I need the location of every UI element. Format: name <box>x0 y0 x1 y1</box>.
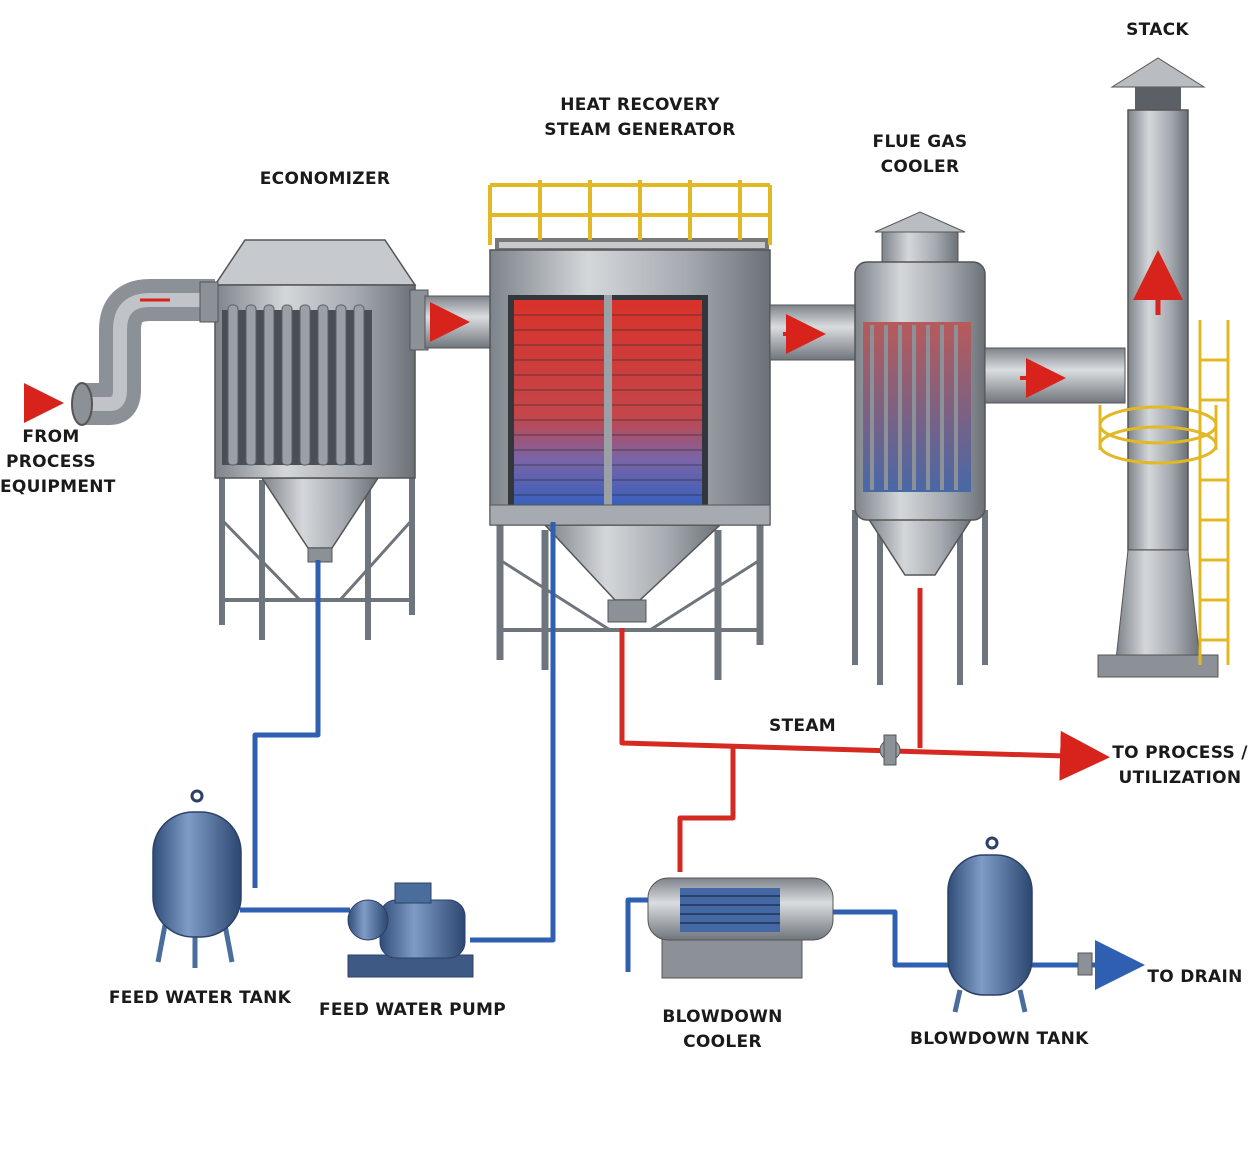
label-line: EQUIPMENT <box>0 477 116 497</box>
economizer-unit <box>199 239 429 640</box>
label-line: FEED WATER PUMP <box>318 1000 507 1020</box>
blowdown-cooler <box>647 877 834 979</box>
label-line: COOLER <box>880 157 960 177</box>
label-to-process: TO PROCESS / UTILIZATION <box>1110 741 1250 791</box>
label-line: BLOWDOWN <box>662 1007 783 1027</box>
stack-unit <box>1097 57 1230 678</box>
steam-valve <box>879 734 901 766</box>
label-line: UTILIZATION <box>1118 768 1242 788</box>
label-feed-water-tank: FEED WATER TANK <box>105 986 295 1011</box>
label-line: FLUE GAS <box>872 132 968 152</box>
label-blowdown-cooler: BLOWDOWN COOLER <box>660 1005 785 1055</box>
label-line: STEAM <box>768 716 837 736</box>
label-line: PROCESS <box>6 452 96 472</box>
feed-water-tank <box>152 789 242 968</box>
label-stack: STACK <box>1115 18 1200 43</box>
label-line: STEAM GENERATOR <box>544 120 736 140</box>
inlet-duct <box>71 279 215 426</box>
label-line: FROM <box>22 427 80 447</box>
label-line: TO DRAIN <box>1147 967 1243 987</box>
label-steam: STEAM <box>765 714 840 739</box>
label-line: HEAT RECOVERY <box>560 95 720 115</box>
flue-gas-cooler-unit <box>852 211 988 685</box>
label-line: FEED WATER TANK <box>108 988 292 1008</box>
duct-cooler-stack <box>984 347 1126 404</box>
label-blowdown-tank: BLOWDOWN TANK <box>910 1027 1089 1052</box>
label-economizer: ECONOMIZER <box>255 167 395 192</box>
blowdown-tank <box>947 836 1093 1013</box>
hrsg-unit <box>488 180 772 680</box>
steam-piping <box>619 588 1110 872</box>
label-from-process: FROM PROCESS EQUIPMENT <box>0 425 116 500</box>
label-line: BLOWDOWN TANK <box>910 1029 1089 1049</box>
label-flue-gas-cooler: FLUE GAS COOLER <box>860 130 980 180</box>
cold-water-piping <box>240 522 1145 990</box>
label-line: STACK <box>1126 20 1189 40</box>
label-hrsg: HEAT RECOVERY STEAM GENERATOR <box>520 93 760 143</box>
label-line: COOLER <box>683 1032 762 1052</box>
label-line: ECONOMIZER <box>259 169 391 189</box>
label-feed-water-pump: FEED WATER PUMP <box>315 998 510 1023</box>
label-line: TO PROCESS / <box>1112 743 1248 763</box>
feed-water-pump <box>347 882 474 978</box>
label-to-drain: TO DRAIN <box>1145 965 1245 990</box>
